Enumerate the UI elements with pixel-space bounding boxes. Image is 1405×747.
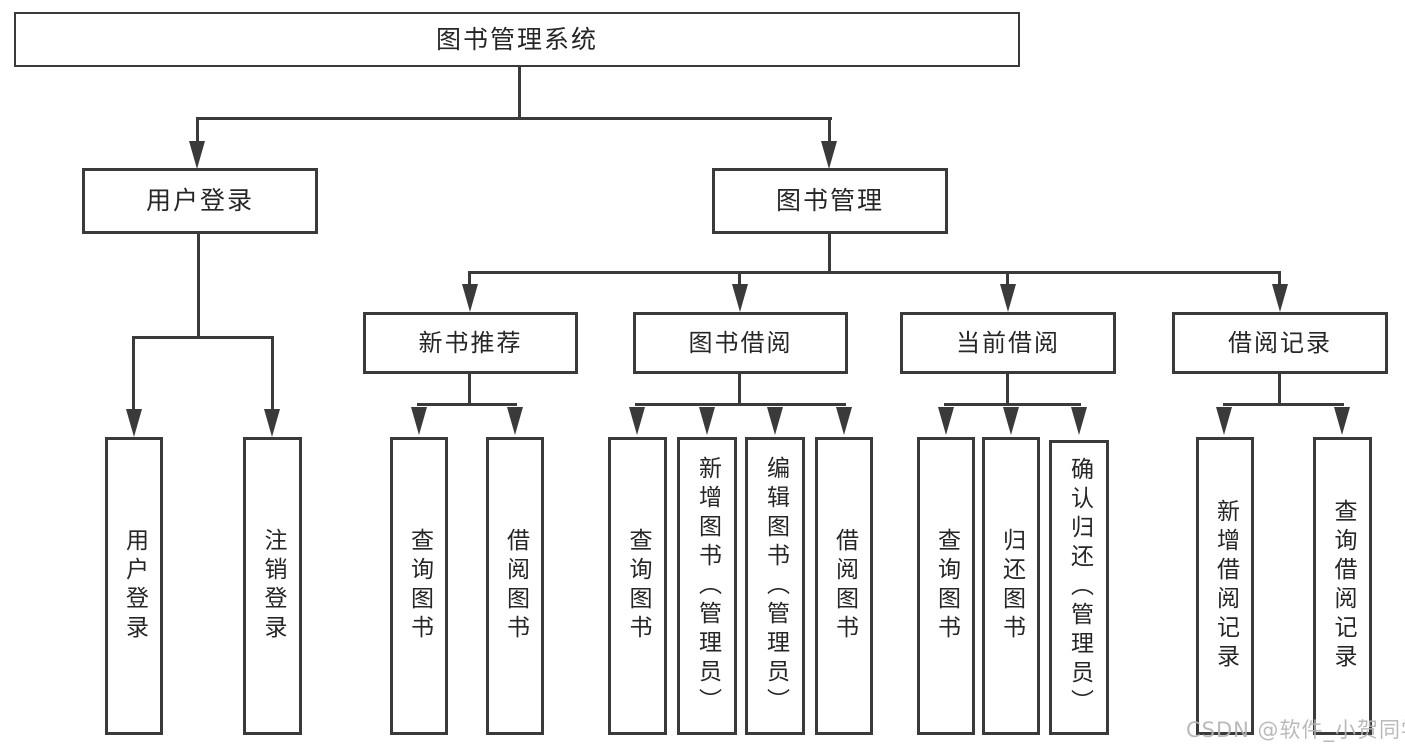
node-current-borrow: 当前借阅 bbox=[900, 312, 1116, 374]
connector-book-mgmt-stub-4 bbox=[1278, 271, 1281, 286]
node-book-management: 图书管理 bbox=[712, 168, 948, 234]
leaf-nbr-borrow-book: 借阅图书 bbox=[486, 437, 544, 735]
leaf-bb-edit-book-admin: 编辑图书（管理员） bbox=[745, 437, 805, 735]
arrowhead-to-leaf-logout bbox=[264, 409, 280, 437]
arrowhead-to-cb-return-book bbox=[1003, 407, 1019, 435]
connector-book-mgmt-stub-1 bbox=[468, 271, 471, 286]
connector-bb-hline bbox=[635, 403, 846, 406]
leaf-logout: 注销登录 bbox=[243, 437, 302, 735]
leaf-bb-add-book-admin: 新增图书（管理员） bbox=[677, 437, 737, 735]
arrowhead-to-leaf-user-login bbox=[126, 409, 142, 437]
arrowhead-to-new-book-recommend bbox=[462, 284, 478, 312]
connector-bb-vline bbox=[738, 372, 741, 406]
leaf-cb-query-book: 查询图书 bbox=[917, 437, 975, 735]
leaf-nbr-query-book: 查询图书 bbox=[390, 437, 448, 735]
connector-root-vline bbox=[518, 66, 521, 120]
leaf-br-add-record: 新增借阅记录 bbox=[1196, 437, 1254, 735]
arrowhead-to-bb-query-book bbox=[629, 407, 645, 435]
connector-user-login-vline bbox=[197, 232, 200, 339]
leaf-cb-confirm-return-admin: 确认归还（管理员） bbox=[1049, 440, 1109, 735]
connector-root-stub-right bbox=[828, 117, 831, 143]
arrowhead-to-bb-edit-book bbox=[767, 407, 783, 435]
node-user-login: 用户登录 bbox=[82, 168, 318, 234]
node-book-borrow: 图书借阅 bbox=[633, 312, 848, 374]
connector-book-mgmt-stub-2 bbox=[738, 271, 741, 286]
connector-book-mgmt-vline bbox=[828, 232, 831, 274]
node-new-book-recommend: 新书推荐 bbox=[363, 312, 578, 374]
arrowhead-to-current-borrow bbox=[1000, 284, 1016, 312]
leaf-cb-return-book: 归还图书 bbox=[982, 437, 1040, 735]
arrowhead-to-nbr-borrow-book bbox=[507, 407, 523, 435]
arrowhead-to-book-management bbox=[821, 141, 837, 169]
arrowhead-to-br-query-record bbox=[1334, 407, 1350, 435]
connector-nbr-vline bbox=[468, 372, 471, 406]
connector-root-stub-left bbox=[196, 117, 199, 143]
connector-br-hline bbox=[1223, 403, 1344, 406]
watermark: CSDN @软件_小贺同学 bbox=[1186, 718, 1405, 742]
arrowhead-to-cb-query-book bbox=[938, 407, 954, 435]
arrowhead-to-nbr-query-book bbox=[411, 407, 427, 435]
arrowhead-to-user-login bbox=[189, 141, 205, 169]
arrowhead-to-bb-add-book bbox=[699, 407, 715, 435]
leaf-bb-borrow-book: 借阅图书 bbox=[815, 437, 873, 735]
connector-root-hline bbox=[196, 117, 832, 120]
node-root: 图书管理系统 bbox=[14, 12, 1020, 67]
arrowhead-to-borrow-records bbox=[1272, 284, 1288, 312]
leaf-bb-query-book: 查询图书 bbox=[608, 437, 667, 735]
connector-cb-hline bbox=[944, 403, 1081, 406]
arrowhead-to-bb-borrow-book bbox=[836, 407, 852, 435]
connector-book-mgmt-stub-3 bbox=[1006, 271, 1009, 286]
connector-br-vline bbox=[1278, 372, 1281, 406]
arrowhead-to-br-add-record bbox=[1216, 407, 1232, 435]
connector-nbr-hline bbox=[417, 403, 517, 406]
connector-user-login-stub-right bbox=[271, 336, 274, 411]
arrowhead-to-book-borrow bbox=[732, 284, 748, 312]
leaf-br-query-record: 查询借阅记录 bbox=[1313, 437, 1372, 735]
node-borrow-records: 借阅记录 bbox=[1172, 312, 1388, 374]
connector-cb-vline bbox=[1006, 372, 1009, 406]
leaf-user-login: 用户登录 bbox=[105, 437, 163, 735]
connector-book-mgmt-hline bbox=[468, 271, 1281, 274]
arrowhead-to-cb-confirm-return bbox=[1071, 407, 1087, 435]
connector-user-login-stub-left bbox=[132, 336, 135, 411]
connector-user-login-hline bbox=[132, 336, 274, 339]
